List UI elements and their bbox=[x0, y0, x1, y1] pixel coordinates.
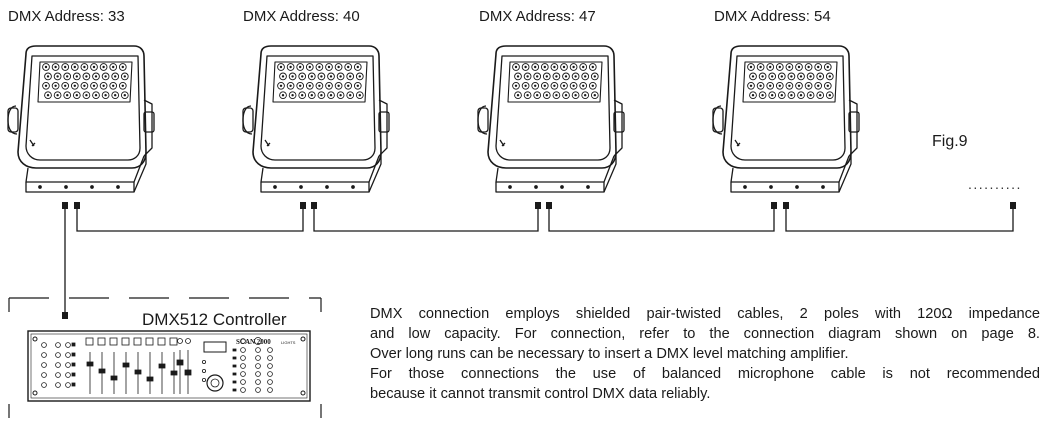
description-line: For those connections the use of balance… bbox=[370, 366, 1040, 382]
fixture-2-address-label: DMX Address: 40 bbox=[243, 8, 360, 25]
connector-icon bbox=[311, 202, 317, 209]
cable-link-2-3 bbox=[313, 206, 539, 232]
controller-area-dashed-box bbox=[8, 297, 322, 418]
connector-icon bbox=[62, 312, 68, 319]
connector-icon bbox=[62, 202, 68, 209]
continuation-dots: .......... bbox=[968, 176, 1022, 192]
connector-icon bbox=[783, 202, 789, 209]
dmx512-controller-icon: SCAN 2000 LIGHTS bbox=[27, 330, 311, 402]
connector-icon bbox=[535, 202, 541, 209]
dmx-connectors bbox=[62, 202, 1016, 319]
dmx-description: DMX connection employs shielded pair-twi… bbox=[370, 304, 1040, 404]
fixture-4-address-label: DMX Address: 54 bbox=[714, 8, 831, 25]
controller-brand-text: SCAN 2000 bbox=[236, 338, 271, 346]
description-line: DMX connection employs shielded pair-twi… bbox=[370, 306, 1040, 322]
connector-icon bbox=[771, 202, 777, 209]
controller-label: DMX512 Controller bbox=[142, 310, 287, 329]
fixture-3-floodlight-icon bbox=[477, 45, 625, 193]
cable-link-3-4 bbox=[548, 206, 775, 232]
cable-link-1-2 bbox=[76, 206, 304, 232]
description-line: and low capacity. For connection, refer … bbox=[370, 326, 1040, 342]
connector-icon bbox=[1010, 202, 1016, 209]
dmx-cables bbox=[64, 206, 1014, 314]
connector-icon bbox=[74, 202, 80, 209]
fixture-3-address-label: DMX Address: 47 bbox=[479, 8, 596, 25]
controller-logo-text: LIGHTS bbox=[281, 340, 296, 345]
connector-icon bbox=[546, 202, 552, 209]
fixture-1-address-label: DMX Address: 33 bbox=[8, 8, 125, 25]
fixture-4-floodlight-icon bbox=[712, 45, 860, 193]
cable-link-4-next bbox=[785, 206, 1014, 232]
description-line: because it cannot transmit control DMX d… bbox=[370, 386, 711, 402]
fixture-1-floodlight-icon bbox=[7, 45, 155, 193]
figure-label: Fig.9 bbox=[932, 133, 968, 150]
fixture-2-floodlight-icon bbox=[242, 45, 390, 193]
connector-icon bbox=[300, 202, 306, 209]
description-line: Over long runs can be necessary to inser… bbox=[370, 346, 849, 362]
